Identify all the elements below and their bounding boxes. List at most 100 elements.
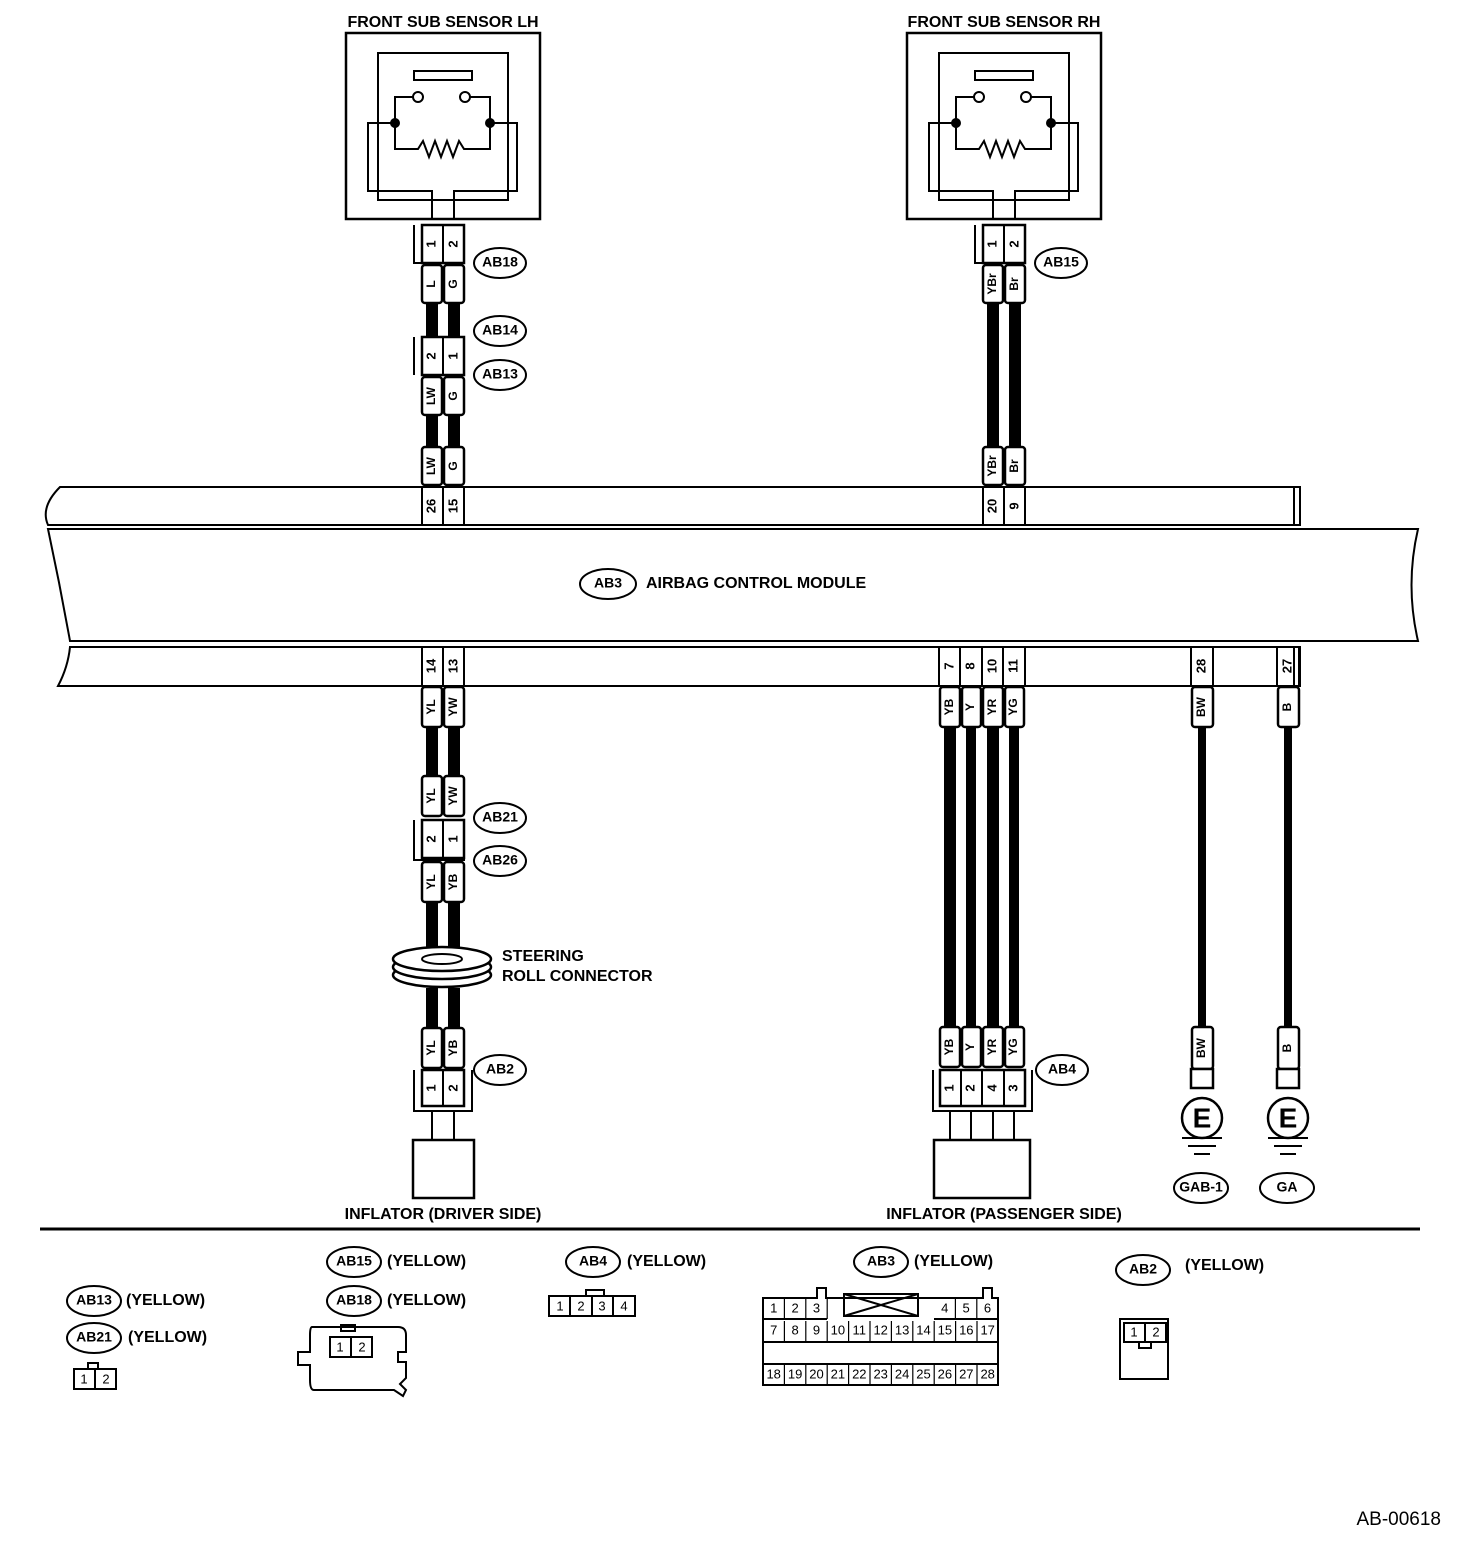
ab3-legend-pin: 21 xyxy=(831,1366,845,1381)
wire-code: BW xyxy=(1194,1037,1208,1058)
wire-code: YL xyxy=(424,1040,438,1055)
pin-lh-1: 1 xyxy=(423,240,438,247)
ab3-legend-pin: 3 xyxy=(813,1300,820,1315)
pin-module-15: 15 xyxy=(445,499,460,513)
legend-cell: 1 xyxy=(1130,1324,1137,1339)
legend-cell: 1 xyxy=(80,1371,87,1386)
inflator-driver-label: INFLATOR (DRIVER SIDE) xyxy=(345,1206,542,1223)
pin-ab21-1: 1 xyxy=(445,835,460,842)
pin-module-11: 11 xyxy=(1005,659,1020,673)
legend-cell: 4 xyxy=(620,1298,627,1313)
legend-cell: 1 xyxy=(556,1298,563,1313)
pin-module-20: 20 xyxy=(984,499,999,513)
connector-callouts: AB18 AB14 AB13 AB15 AB21 AB26 AB2 AB4 xyxy=(473,247,1089,1086)
sensor-rh-box xyxy=(905,31,1103,221)
ab3-legend-pin: 22 xyxy=(852,1366,866,1381)
pin-module-27: 27 xyxy=(1279,659,1294,673)
ground-symbol: E xyxy=(1279,1102,1298,1133)
legend-ab13-color: (YELLOW) xyxy=(126,1292,205,1309)
pin-module-26: 26 xyxy=(423,499,438,513)
ab3-legend-pin: 25 xyxy=(916,1366,930,1381)
legend-cell: 1 xyxy=(336,1339,343,1354)
wire-code: YR xyxy=(985,698,999,715)
legend-ab15-color: (YELLOW) xyxy=(387,1253,466,1270)
driver-harness: YL YW YL YW 2 1 YL YB STEERING ROLL CONN… xyxy=(391,685,653,1200)
wire-code: YW xyxy=(446,786,460,806)
legend-ab3-color: (YELLOW) xyxy=(914,1253,993,1270)
wire-code: YB xyxy=(942,1038,956,1055)
legend-ab4: AB4 (YELLOW) 1 2 3 4 xyxy=(548,1246,706,1317)
wire-code: YG xyxy=(1006,1038,1020,1055)
wire-code: YL xyxy=(424,874,438,889)
callout-ab15: AB15 xyxy=(1043,254,1079,270)
ab3-legend-pin: 27 xyxy=(959,1366,973,1381)
ab3-legend-pin: 16 xyxy=(959,1322,973,1337)
legend-ab4-color: (YELLOW) xyxy=(627,1253,706,1270)
ab3-legend-pin: 11 xyxy=(853,1322,867,1337)
callout-ab4: AB4 xyxy=(1048,1061,1076,1077)
wire-code: G xyxy=(446,461,460,470)
ground-label-ga: GA xyxy=(1277,1179,1298,1195)
pin-module-14: 14 xyxy=(423,658,438,673)
ab3-legend-pin: 17 xyxy=(980,1322,994,1337)
callout-ab18: AB18 xyxy=(482,254,518,270)
pin-module-10: 10 xyxy=(984,659,999,673)
pin-ab21-2: 2 xyxy=(423,835,438,842)
legend-ab15-code: AB15 xyxy=(336,1253,372,1269)
sensor-lh-box xyxy=(344,31,542,221)
legend-cell: 2 xyxy=(577,1298,584,1313)
module-code: AB3 xyxy=(594,575,622,591)
sensor-lh-title: FRONT SUB SENSOR LH xyxy=(347,14,538,31)
sensor-rh-title: FRONT SUB SENSOR RH xyxy=(908,14,1101,31)
callout-ab26: AB26 xyxy=(482,852,518,868)
pin-ab4-2: 2 xyxy=(962,1084,977,1091)
legend-ab18-color: (YELLOW) xyxy=(387,1292,466,1309)
legend-ab21-color: (YELLOW) xyxy=(128,1329,207,1346)
pin-ab14-2: 2 xyxy=(423,352,438,359)
pin-module-9: 9 xyxy=(1006,502,1021,509)
ab3-legend-pin: 18 xyxy=(766,1366,780,1381)
wire-code: B xyxy=(1280,702,1294,711)
ground-symbol: E xyxy=(1193,1102,1212,1133)
ground-label-gab1: GAB-1 xyxy=(1179,1179,1223,1195)
wire-code: BW xyxy=(1194,696,1208,717)
callout-ab21: AB21 xyxy=(482,809,518,825)
legend-ab21-code: AB21 xyxy=(76,1329,112,1345)
ab3-legend-pin: 14 xyxy=(916,1322,930,1337)
ground-harness-1: BW BW E GAB-1 xyxy=(1173,685,1229,1204)
pin-rh-1: 1 xyxy=(984,240,999,247)
ab3-legend-pin: 6 xyxy=(984,1300,991,1315)
ab3-legend-pin: 15 xyxy=(938,1322,952,1337)
wire-code: Br xyxy=(1007,277,1021,291)
pin-ab4-3: 3 xyxy=(1005,1084,1020,1091)
legend-cell: 2 xyxy=(102,1371,109,1386)
pin-ab14-1: 1 xyxy=(445,352,460,359)
inflator-passenger-box xyxy=(932,1138,1032,1200)
pin-ab2-2: 2 xyxy=(445,1084,460,1091)
module-name: AIRBAG CONTROL MODULE xyxy=(646,575,866,592)
pin-ab4-1: 1 xyxy=(941,1084,956,1091)
wire-code: YL xyxy=(424,788,438,803)
legend-ab2-code: AB2 xyxy=(1129,1261,1157,1277)
wire-code: Br xyxy=(1007,459,1021,473)
ab3-legend-pin: 19 xyxy=(788,1366,802,1381)
legend-cell: 2 xyxy=(358,1339,365,1354)
pin-module-28: 28 xyxy=(1193,659,1208,673)
ab3-legend-pin: 23 xyxy=(873,1366,887,1381)
ab3-legend-pin: 28 xyxy=(980,1366,994,1381)
inflator-passenger-label: INFLATOR (PASSENGER SIDE) xyxy=(886,1206,1122,1223)
legend-ab15-ab18: AB15 (YELLOW) AB18 (YELLOW) 1 2 xyxy=(297,1246,466,1398)
pin-ab2-1: 1 xyxy=(423,1084,438,1091)
steering-roll-connector xyxy=(391,945,493,989)
legend-cell: 2 xyxy=(1152,1324,1159,1339)
lh-harness: 1 2 L G 2 1 LW G LW G xyxy=(413,223,466,487)
wire-code: Y xyxy=(963,1043,977,1051)
callout-ab2: AB2 xyxy=(486,1061,514,1077)
ab3-legend-pin: 1 xyxy=(770,1300,777,1315)
pin-rh-2: 2 xyxy=(1006,240,1021,247)
wire-code: YL xyxy=(424,699,438,714)
ab3-legend-pin: 8 xyxy=(791,1322,798,1337)
rh-harness: 1 2 YBr Br YBr Br xyxy=(974,223,1027,487)
